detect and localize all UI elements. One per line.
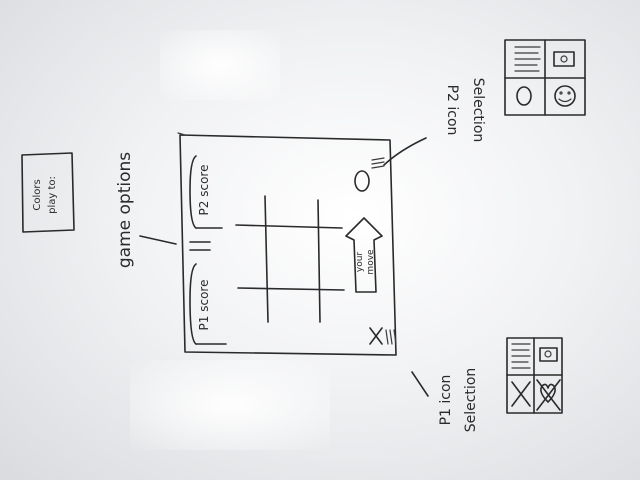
list-icon	[511, 343, 531, 369]
p2-label-connector	[383, 137, 427, 166]
game-options-label: game options	[115, 152, 135, 268]
p2-icon-selection-grid[interactable]	[504, 39, 586, 116]
game-options-box[interactable]: Colors play to:	[21, 152, 75, 233]
game-options-connector	[139, 235, 177, 245]
your-move-line2: move	[366, 249, 376, 275]
smiley-icon	[554, 85, 576, 107]
your-move-arrow: your move	[345, 217, 383, 293]
heart-icon	[536, 379, 561, 411]
hamburger-menu-icon[interactable]	[385, 329, 397, 345]
p2-score-text: P2 score	[197, 165, 211, 216]
camera-icon	[553, 51, 575, 67]
p1-score-field: P1 score	[189, 263, 227, 345]
your-move-line1: your	[355, 252, 365, 273]
tic-tac-toe-grid[interactable]	[235, 195, 345, 323]
game-options-colors-text: Colors	[32, 179, 43, 210]
p2-score-field: P2 score	[189, 155, 223, 229]
camera-icon	[539, 347, 558, 362]
score-divider	[189, 241, 211, 251]
p1-score-text: P1 score	[197, 280, 211, 331]
game-options-play-to-text: play to:	[47, 176, 58, 214]
p1-label-line1: P1 icon	[438, 375, 454, 426]
hamburger-menu-icon[interactable]	[371, 157, 385, 169]
p1-label-line2: Selection	[463, 368, 479, 433]
x-mark-icon[interactable]	[369, 327, 383, 345]
o-circle-icon[interactable]	[354, 170, 370, 192]
o-option-icon	[516, 86, 532, 106]
list-icon	[514, 46, 541, 72]
p1-icon-selection-grid[interactable]	[506, 337, 563, 414]
p1-label-connector	[411, 371, 429, 397]
phone-screen	[177, 132, 397, 356]
p2-label-line2: Selection	[470, 78, 486, 143]
x-option-icon	[511, 381, 531, 407]
p2-label-line1: P2 icon	[444, 85, 460, 136]
